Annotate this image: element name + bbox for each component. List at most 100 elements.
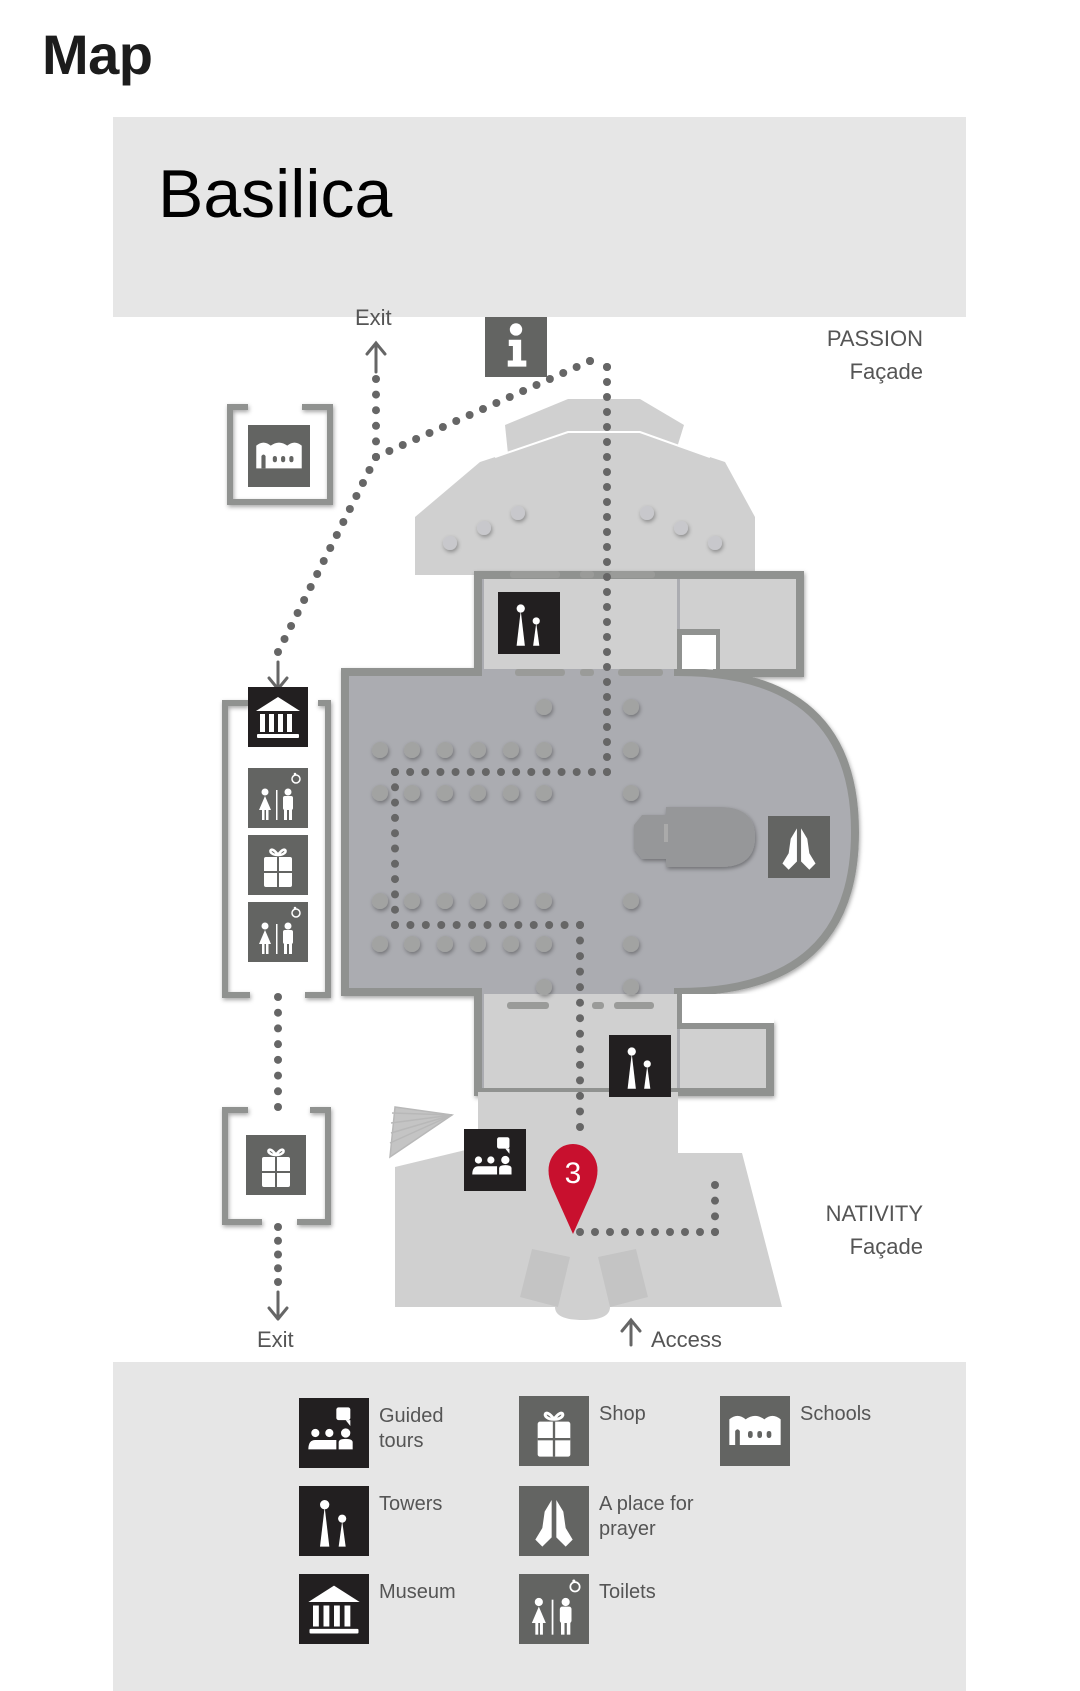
shop-icon[interactable]: [248, 835, 308, 895]
column: [437, 742, 453, 758]
legend-label: Guided tours: [379, 1405, 444, 1452]
museum-icon[interactable]: [248, 687, 308, 747]
path-dot: [512, 768, 521, 776]
path-dot: [505, 393, 514, 401]
path-dot: [372, 390, 380, 399]
guided-tours-icon: [299, 1398, 369, 1468]
toilets-icon[interactable]: [248, 902, 308, 962]
path-dot: [274, 1040, 282, 1049]
path-dot: [576, 1091, 584, 1100]
path-dot: [412, 435, 421, 443]
path-dot: [466, 768, 475, 776]
legend-item-prayer: A place for prayer: [519, 1486, 709, 1556]
nativity-right-wing: [680, 1029, 766, 1088]
shop-icon[interactable]: [246, 1135, 306, 1195]
path-dot: [465, 411, 474, 419]
path-dot: [603, 708, 611, 716]
column: [437, 936, 453, 952]
legend-item-toilets: Toilets: [519, 1574, 719, 1644]
path-dot: [666, 1228, 674, 1236]
path-dot: [468, 921, 477, 929]
path-dot: [603, 363, 611, 371]
path-dot: [391, 875, 399, 884]
path-dot: [557, 768, 566, 776]
path-dot: [560, 921, 569, 929]
path-dot: [391, 890, 399, 899]
column: [623, 893, 639, 909]
path-dot: [421, 768, 430, 776]
path-dot: [559, 369, 568, 377]
path-dot: [603, 438, 611, 446]
exit-top-label[interactable]: Exit: [355, 305, 392, 330]
path-dot: [391, 905, 399, 914]
path-dot: [274, 1264, 282, 1273]
path-dot: [696, 1228, 704, 1236]
path-dot: [391, 783, 399, 792]
path-dot: [391, 768, 399, 776]
path-dot: [519, 387, 528, 395]
info-icon[interactable]: [485, 317, 547, 377]
path-dot: [527, 768, 536, 776]
column: [372, 893, 388, 909]
path-dot: [603, 528, 611, 536]
path-dot: [603, 573, 611, 581]
path-dot: [391, 813, 399, 822]
path-dot: [572, 768, 581, 776]
location-marker[interactable]: 3: [548, 1144, 598, 1234]
passion-label-line1: PASSION: [826, 326, 923, 351]
path-dot: [406, 921, 415, 929]
path-dot: [576, 1107, 584, 1116]
towers-icon[interactable]: [609, 1035, 671, 1097]
path-dot: [372, 437, 380, 446]
path-dot: [576, 1014, 584, 1023]
path-dot: [576, 921, 584, 929]
path-dot: [274, 648, 282, 656]
path-dot: [711, 1181, 719, 1189]
path-dot: [421, 921, 430, 929]
column: [372, 742, 388, 758]
path-dot: [711, 1196, 719, 1205]
path-dot: [529, 921, 538, 929]
path-dot: [425, 429, 434, 437]
column: [503, 785, 519, 801]
access-label[interactable]: Access: [651, 1327, 722, 1352]
towers-icon[interactable]: [498, 592, 560, 654]
column: [623, 742, 639, 758]
path-dot: [603, 723, 611, 731]
path-dot: [274, 1087, 282, 1096]
path-dot: [603, 513, 611, 521]
legend-item-towers: Towers: [299, 1486, 499, 1556]
column: [372, 785, 388, 801]
legend-item-guided-tours: Guided tours: [299, 1398, 459, 1468]
path-dot: [372, 375, 380, 383]
path-dot: [606, 1228, 614, 1236]
path-dot: [591, 1228, 599, 1236]
column: [623, 936, 639, 952]
guided-tours-icon[interactable]: [464, 1129, 526, 1191]
column: [536, 699, 552, 715]
prayer-icon[interactable]: [768, 816, 830, 878]
path-dot: [603, 558, 611, 566]
basilica-floor-plan: 3: [222, 317, 860, 1347]
path-dot: [572, 363, 581, 371]
column: [536, 936, 552, 952]
legend-panel: Guided tours Shop Schools Towers A place…: [113, 1362, 966, 1691]
exit-bottom-label[interactable]: Exit: [257, 1327, 294, 1352]
path-dot: [352, 492, 361, 500]
map-area: 3 Exit Exit Access PASSION Façade NATIVI…: [0, 305, 1080, 1362]
path-dot: [319, 557, 328, 565]
path-dot: [287, 622, 296, 630]
legend-label: Museum: [379, 1581, 456, 1603]
path-dot: [391, 844, 399, 853]
legend-label: Towers: [379, 1493, 443, 1515]
passion-facade-label: PASSION Façade: [827, 322, 923, 388]
column: [536, 979, 552, 995]
path-dot: [514, 921, 523, 929]
schools-icon[interactable]: [248, 425, 310, 487]
path-dot: [603, 408, 611, 416]
toilets-icon[interactable]: [248, 768, 308, 828]
path-dot: [280, 635, 289, 643]
column: [404, 936, 420, 952]
legend-label: Schools: [800, 1403, 872, 1425]
path-dot: [332, 531, 341, 539]
